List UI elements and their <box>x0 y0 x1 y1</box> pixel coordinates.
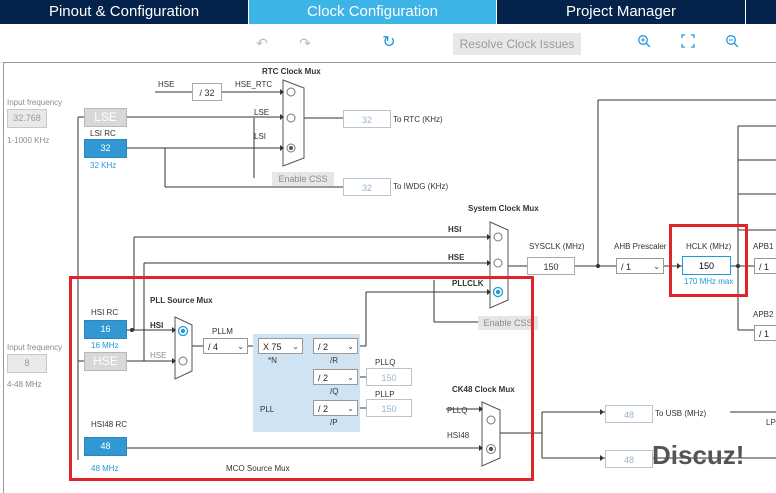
hsi48-mhz-label: 48 MHz <box>91 464 119 473</box>
rtc-mux-lse-label: LSE <box>254 108 270 117</box>
sysclk-label: SYSCLK (MHz) <box>529 242 585 251</box>
lp-label: LP <box>766 418 776 427</box>
hclk-label: HCLK (MHz) <box>686 242 732 251</box>
ck48-clock-mux-label: CK48 Clock Mux <box>452 385 515 394</box>
sysclk-value: 150 <box>527 257 575 275</box>
tab-clock-configuration[interactable]: Clock Configuration <box>249 0 496 24</box>
plln-value: X 75 <box>263 342 282 352</box>
hse-rtc-label: HSE_RTC <box>235 80 273 89</box>
hsi-mhz-label: 16 MHz <box>91 341 119 350</box>
lsi-rc-label: LSI RC <box>90 129 116 138</box>
rtc-output-value: 32 <box>343 110 391 128</box>
chevron-down-icon: ⌄ <box>237 342 244 351</box>
chevron-down-icon: ⌄ <box>347 404 354 413</box>
clock-tree-canvas <box>3 62 776 493</box>
to-usb-label: To USB (MHz) <box>655 409 707 418</box>
hsi48-rc-value: 48 <box>84 437 127 456</box>
apb2-label: APB2 I <box>753 310 776 319</box>
discuz-watermark: Discuz! <box>652 440 745 470</box>
div32-prescaler: / 32 <box>192 83 222 101</box>
hsi-rc-label: HSI RC <box>91 308 119 317</box>
pllr-label: /R <box>330 356 338 365</box>
tab-overflow <box>746 0 776 24</box>
hsi48-rc-label: HSI48 RC <box>91 420 128 429</box>
hse-input-frequency-label: Input frequency <box>7 343 63 352</box>
chevron-down-icon: ⌄ <box>347 342 354 351</box>
undo-icon[interactable]: ↶ <box>256 35 268 51</box>
iwdg-output-value: 32 <box>343 178 391 196</box>
pllp-divider-label: /P <box>330 418 338 427</box>
ahb-prescaler-select[interactable]: / 1 ⌄ <box>616 258 664 274</box>
mco-source-mux-label: MCO Source Mux <box>226 464 290 473</box>
input-frequency-label: Input frequency <box>7 98 63 107</box>
sys-mux-pllclk-label: PLLCLK <box>452 279 484 288</box>
hse-range-label: 4-48 MHz <box>7 380 42 389</box>
tab-bar: Pinout & Configuration Clock Configurati… <box>0 0 776 24</box>
apb1-label: APB1 I <box>753 242 776 251</box>
pllr-value: / 2 <box>318 342 329 352</box>
pllp-select[interactable]: / 2 ⌄ <box>313 400 358 416</box>
pllm-select[interactable]: / 4 ⌄ <box>203 338 248 354</box>
enable-css-rtc-button[interactable]: Enable CSS <box>272 172 334 186</box>
ahb-prescaler-value: / 1 <box>621 262 632 272</box>
pll-mux-hsi-label: HSI <box>150 321 164 330</box>
hsi-rc-value: 16 <box>84 320 127 339</box>
hclk-input[interactable]: 150 <box>682 256 731 275</box>
to-iwdg-label: To IWDG (KHz) <box>393 182 449 191</box>
hclk-max-label: 170 MHz max <box>684 277 734 286</box>
zoom-in-icon[interactable] <box>635 34 653 52</box>
to-rtc-label: To RTC (KHz) <box>393 115 443 124</box>
pllq-divider-label: /Q <box>330 387 339 396</box>
pllq-label: PLLQ <box>375 358 396 367</box>
chevron-down-icon: ⌄ <box>347 373 354 382</box>
ck48-pllq-label: PLLQ <box>447 406 468 415</box>
rtc-clock-mux-label: RTC Clock Mux <box>262 67 321 76</box>
system-clock-mux-label: System Clock Mux <box>468 204 539 213</box>
pll-label: PLL <box>260 405 275 414</box>
sys-mux-hse-label: HSE <box>448 253 465 262</box>
pllp-label: PLLP <box>375 390 395 399</box>
fit-to-screen-icon[interactable] <box>679 34 697 52</box>
apb2-prescaler-select[interactable]: / 1 <box>754 325 776 341</box>
clock-tree-wires <box>77 79 776 467</box>
lsi-rc-value: 32 <box>84 139 127 158</box>
refresh-icon[interactable]: ↻ <box>382 34 396 51</box>
hse-input-frequency-field[interactable]: 8 <box>7 354 47 373</box>
hclk-highlight-box <box>669 224 748 297</box>
ahb-prescaler-label: AHB Prescaler <box>614 242 667 251</box>
pllm-value: / 4 <box>208 342 219 352</box>
pllm-label: PLLM <box>212 327 233 336</box>
pllq-value: / 2 <box>318 373 329 383</box>
chevron-down-icon: ⌄ <box>292 342 299 351</box>
redo-icon[interactable]: ↷ <box>299 35 311 51</box>
lsi-khz-label: 32 KHz <box>90 161 117 170</box>
hse-rtc-source-label: HSE <box>158 80 175 89</box>
tab-project-manager[interactable]: Project Manager <box>497 0 745 24</box>
pllr-select[interactable]: / 2 ⌄ <box>313 338 358 354</box>
pllq-output-value: 150 <box>366 368 412 386</box>
tab-pinout-configuration[interactable]: Pinout & Configuration <box>0 0 248 24</box>
chevron-down-icon: ⌄ <box>653 262 660 271</box>
lse-input-frequency-field[interactable]: 32.768 <box>7 109 47 128</box>
sys-mux-hsi-label: HSI <box>448 225 462 234</box>
pll-highlight-box <box>69 276 534 481</box>
plln-multiplier-select[interactable]: X 75 ⌄ <box>258 338 303 354</box>
pllq-select[interactable]: / 2 ⌄ <box>313 369 358 385</box>
pll-source-mux-label: PLL Source Mux <box>150 296 213 305</box>
pllp-output-value: 150 <box>366 399 412 417</box>
lse-oscillator[interactable]: LSE <box>84 108 127 127</box>
usb-output-value: 48 <box>605 405 653 423</box>
pll-mux-hse-label: HSE <box>150 351 167 360</box>
ck48-hsi48-label: HSI48 <box>447 431 470 440</box>
lse-range-label: 1-1000 KHz <box>7 136 50 145</box>
enable-css-system-button[interactable]: Enable CSS <box>478 316 538 330</box>
plln-label: *N <box>268 356 277 365</box>
hse-oscillator[interactable]: HSE <box>84 352 127 371</box>
rtc-mux-lsi-label: LSI <box>254 132 267 141</box>
resolve-clock-issues-button[interactable]: Resolve Clock Issues <box>453 33 581 55</box>
zoom-out-icon[interactable] <box>723 34 741 52</box>
second-48-output-value: 48 <box>605 450 653 468</box>
pllp-value: / 2 <box>318 404 329 414</box>
apb1-prescaler-select[interactable]: / 1 <box>754 258 776 274</box>
